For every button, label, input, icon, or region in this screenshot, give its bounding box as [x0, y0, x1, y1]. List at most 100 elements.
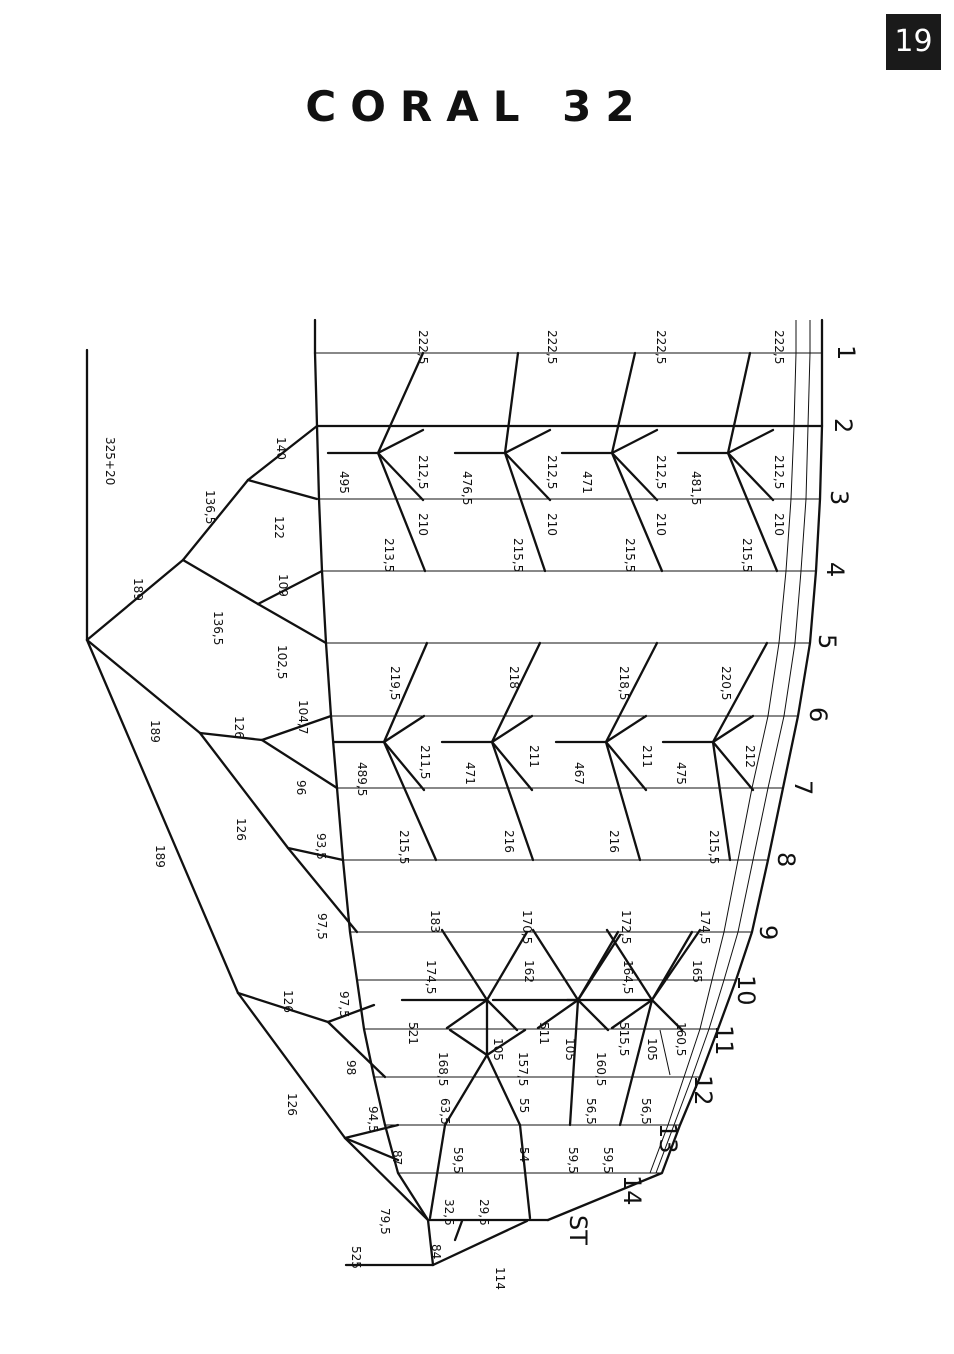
- mesh-bar: [711, 714, 755, 744]
- measurement-label: 211: [527, 745, 541, 768]
- measurement-label: 102,5: [275, 645, 289, 679]
- bridle-line: [286, 846, 345, 862]
- measurement-label: 97,5: [337, 991, 351, 1018]
- mesh-bar: [711, 641, 769, 744]
- mesh-bar: [376, 428, 425, 455]
- mesh-bar: [503, 351, 520, 455]
- mesh-bar: [576, 933, 622, 1002]
- mesh-bar: [382, 714, 426, 744]
- mesh-bar: [711, 740, 732, 862]
- bridle-line: [181, 558, 260, 606]
- mesh-bar: [650, 928, 702, 1002]
- station-number-label: 8: [772, 852, 800, 867]
- body-left-edge: [313, 351, 430, 1222]
- bridle-line: [181, 478, 250, 562]
- mesh-bar: [518, 1123, 532, 1220]
- mesh-bar: [650, 998, 684, 1032]
- measurement-label: 218,5: [617, 666, 631, 700]
- measurement-label: 511: [537, 1022, 551, 1045]
- measurement-label: 94,5: [366, 1106, 380, 1133]
- mesh-bar: [428, 1123, 447, 1220]
- bridle-line: [85, 638, 240, 995]
- mesh-bar: [531, 928, 580, 1002]
- measurement-label: 32,5: [442, 1199, 456, 1226]
- measurement-label: 59,5: [601, 1147, 615, 1174]
- measurement-label: 29,5: [477, 1199, 491, 1226]
- mesh-bar: [604, 740, 642, 862]
- station-number-label: ST: [564, 1215, 592, 1245]
- station-number-label: 7: [789, 780, 817, 795]
- station-number-label: 9: [754, 925, 782, 940]
- measurement-label: 495: [337, 471, 351, 494]
- measurement-label: 122: [272, 516, 286, 539]
- measurement-label: 215,5: [707, 830, 721, 864]
- measurement-label: 126: [285, 1093, 299, 1116]
- cod-end-line: [426, 1218, 435, 1267]
- mesh-bar: [610, 451, 659, 502]
- mesh-bar: [376, 351, 425, 455]
- measurement-label: 211,5: [418, 745, 432, 779]
- mesh-bar: [376, 451, 427, 573]
- bridle-line: [286, 846, 359, 934]
- mesh-bar: [711, 740, 755, 792]
- mesh-bar: [503, 428, 552, 455]
- measurement-label: 219,5: [388, 666, 402, 700]
- mesh-bar: [440, 928, 489, 1002]
- mesh-bar: [485, 930, 529, 1002]
- measurement-label: 109: [276, 574, 290, 597]
- measurement-label: 54: [517, 1147, 531, 1162]
- measurement-label: 164,5: [621, 960, 635, 994]
- mesh-bar: [382, 740, 438, 862]
- measurement-label: 222,5: [545, 330, 559, 364]
- mesh-bar: [726, 451, 775, 502]
- measurement-label: 212,5: [772, 455, 786, 489]
- measurement-label: 183: [428, 910, 442, 933]
- measurement-label: 215,5: [511, 538, 525, 572]
- mesh-bar: [536, 998, 580, 1030]
- mesh-bar: [726, 451, 779, 573]
- measurement-label: 210: [416, 513, 430, 536]
- measurement-label: 218: [507, 666, 521, 689]
- mesh-bar: [490, 714, 534, 744]
- measurement-label: 168,5: [436, 1052, 450, 1086]
- mesh-bar: [659, 1029, 671, 1076]
- mesh-bar: [610, 428, 659, 455]
- mesh-bar: [503, 451, 547, 573]
- measurement-label: 157,5: [516, 1052, 530, 1086]
- bridle-line: [85, 558, 185, 642]
- station-number-label: 2: [829, 418, 857, 433]
- measurement-label: 93,5: [314, 833, 328, 860]
- measurement-label: 525: [349, 1246, 363, 1269]
- measurement-label: 212,5: [416, 455, 430, 489]
- bridle-line: [326, 1003, 376, 1024]
- bridle-line: [85, 638, 202, 735]
- measurement-label: 104,7: [296, 700, 310, 734]
- measurement-label: 189: [148, 720, 162, 743]
- mesh-bar: [382, 641, 429, 744]
- mesh-bar: [610, 998, 654, 1030]
- mesh-bar: [604, 740, 648, 792]
- measurement-label: 210: [654, 513, 668, 536]
- measurement-label: 56,5: [584, 1098, 598, 1125]
- station-number-label: 11: [710, 1025, 738, 1056]
- mesh-bar: [490, 740, 534, 792]
- station-number-label: 14: [618, 1175, 646, 1206]
- station-number-label: 12: [689, 1075, 717, 1106]
- measurement-label: 105: [491, 1038, 505, 1061]
- measurement-label: 521: [406, 1022, 420, 1045]
- measurement-label: 105: [563, 1038, 577, 1061]
- bridle-line: [343, 1123, 400, 1140]
- mesh-bar: [485, 1028, 527, 1057]
- mesh-bar: [443, 1053, 489, 1127]
- mesh-bar: [382, 740, 426, 792]
- bridle-line: [326, 1020, 387, 1079]
- measurement-label: 475: [674, 762, 688, 785]
- bridle-line: [343, 1136, 400, 1162]
- bridle-line: [236, 991, 347, 1140]
- mesh-bar: [485, 1053, 522, 1127]
- measurement-label: 162: [522, 960, 536, 983]
- bridle-line: [256, 602, 328, 645]
- measurement-label: 140: [274, 437, 288, 460]
- measurement-label: 212: [743, 745, 757, 768]
